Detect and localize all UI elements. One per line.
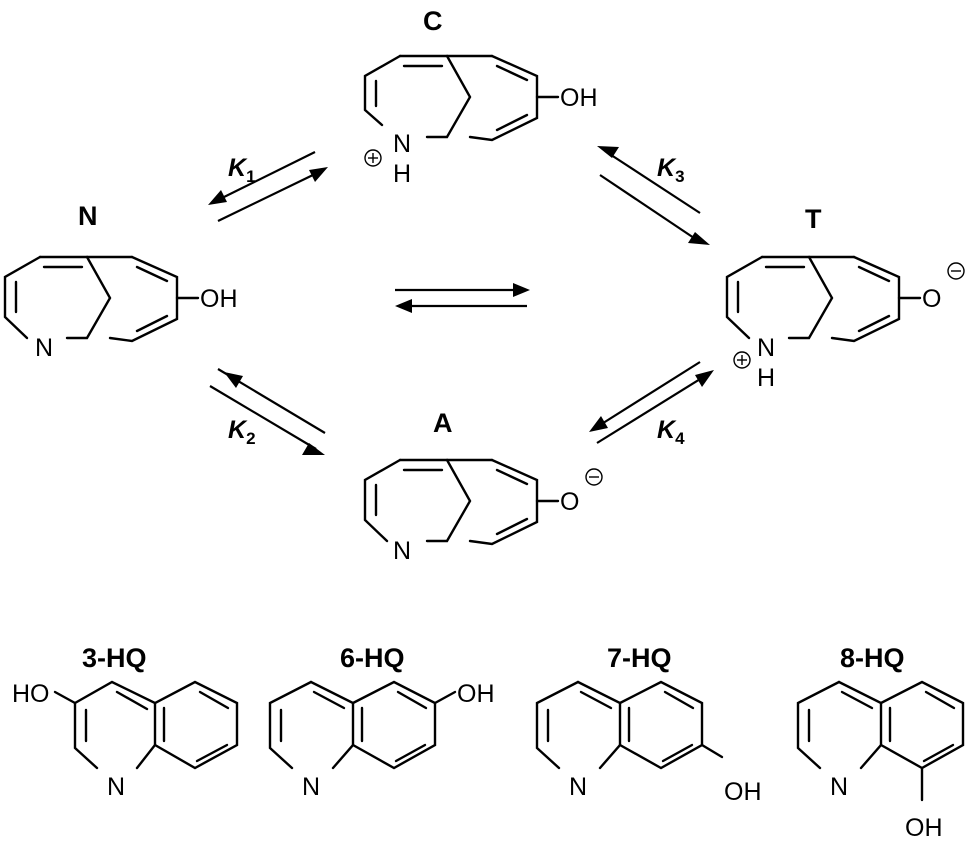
species-t-zwitterion: T N H O	[725, 204, 965, 392]
isomer-nitrogen: N	[302, 773, 320, 801]
equilibrium-k2-arrows	[209, 368, 326, 455]
species-a-anion: A N O	[363, 408, 603, 565]
isomer-label: 6-HQ	[340, 643, 405, 673]
isomer-label: 3-HQ	[82, 643, 147, 673]
isomer-nitrogen: N	[107, 773, 125, 801]
species-c-nitrogen: N	[393, 130, 411, 158]
species-a-negative-charge	[585, 468, 603, 486]
species-t-negative-charge	[947, 262, 965, 280]
species-c-oh-group: OH	[560, 84, 598, 112]
species-n-neutral: N N OH	[3, 201, 238, 362]
isomer-label: 7-HQ	[607, 643, 672, 673]
isomer-3-hq-structure	[53, 680, 239, 770]
species-t-label: T	[805, 204, 822, 234]
k1-label: K1	[228, 154, 256, 186]
isomer-8-hq: 8-HQ OH N	[796, 643, 965, 842]
k3-label: K3	[657, 154, 685, 186]
isomer-hydroxy-group: OH	[724, 778, 762, 806]
species-n-structure	[3, 255, 200, 343]
equilibrium-center-arrows	[395, 283, 530, 313]
species-a-oxygen: O	[560, 488, 579, 516]
species-c-cation: C N H OH	[363, 6, 598, 188]
isomer-6-hq-structure	[268, 680, 457, 770]
isomer-hydroxy-group: OH	[457, 680, 495, 708]
species-t-positive-charge	[733, 351, 751, 369]
k2-label: K2	[228, 416, 256, 448]
isomer-nitrogen: N	[830, 773, 848, 801]
isomer-hydroxy-group: OH	[905, 814, 943, 842]
species-n-label: N	[78, 201, 98, 231]
species-a-nitrogen: N	[393, 537, 411, 565]
k4-label: K4	[657, 416, 685, 448]
species-t-structure	[725, 255, 922, 343]
species-c-label: C	[423, 6, 443, 36]
isomer-8-hq-structure	[796, 680, 965, 802]
isomer-hydroxy-group: HO	[12, 680, 50, 708]
isomer-label: 8-HQ	[840, 643, 905, 673]
species-c-positive-charge	[364, 149, 382, 167]
isomer-nitrogen: N	[569, 773, 587, 801]
species-a-label: A	[433, 408, 453, 438]
species-t-oxygen: O	[922, 285, 941, 313]
species-c-structure	[363, 54, 560, 142]
equilibrium-k3-arrows	[597, 146, 710, 245]
isomer-7-hq-structure	[535, 680, 724, 770]
equilibrium-k1-arrows	[208, 151, 328, 222]
species-a-structure	[363, 458, 560, 546]
species-n-oh-group: OH	[200, 285, 238, 313]
isomer-3-hq: 3-HQ HO N	[12, 643, 239, 801]
species-c-hydrogen: H	[393, 160, 411, 188]
species-n-nitrogen: N	[35, 334, 53, 362]
species-t-hydrogen: H	[757, 364, 775, 392]
isomer-6-hq: 6-HQ OH N	[268, 643, 495, 801]
equilibrium-k4-arrows	[589, 361, 714, 444]
species-t-nitrogen: N	[757, 334, 775, 362]
isomer-7-hq: 7-HQ OH N	[535, 643, 762, 806]
